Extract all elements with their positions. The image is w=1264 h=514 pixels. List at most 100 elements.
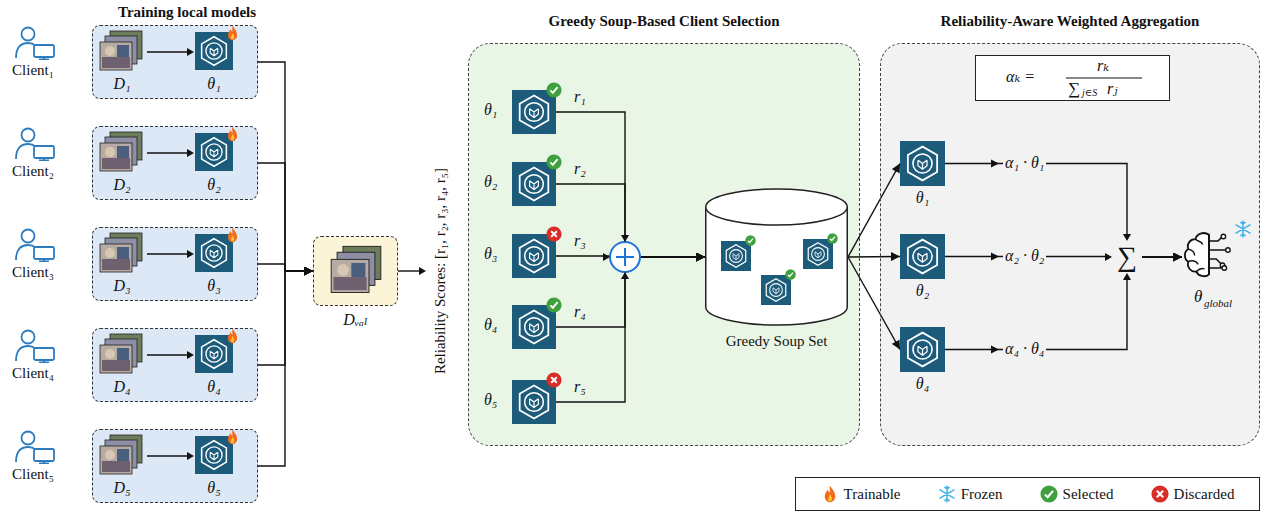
dataset-label: D₁ [113, 75, 130, 93]
trainable-icon [228, 329, 237, 343]
model-icon [803, 239, 833, 269]
dataset-label: D₅ [113, 479, 130, 497]
image-stack [100, 435, 142, 474]
plus-sign [616, 248, 634, 266]
arrow-head [991, 253, 999, 261]
status-icon [546, 154, 561, 169]
client-icon [16, 129, 54, 161]
connector [848, 256, 900, 258]
legend-symbol [1040, 485, 1057, 502]
model-label: θ₃ [207, 277, 220, 295]
flow-arrow [147, 51, 187, 52]
model-icon [512, 305, 556, 349]
client-icon [16, 331, 54, 363]
arrow-head [187, 48, 194, 56]
model-icon [512, 380, 556, 424]
node-illustration [314, 237, 399, 307]
flow-arrow [147, 253, 187, 254]
client-label: Client₂ [12, 163, 54, 180]
legend-icon [938, 485, 956, 503]
panel-title: Greedy Soup-Based Client Selection [549, 13, 780, 30]
arrow-head [621, 235, 629, 242]
node-illustration [900, 234, 945, 279]
model-label: global [1204, 297, 1232, 310]
client-icon [16, 432, 54, 464]
section-title: Training local models [118, 4, 256, 21]
connector [258, 163, 313, 271]
leader-arrow [398, 270, 419, 271]
legend-text: Discarded [1174, 486, 1235, 503]
trainable-icon [228, 26, 237, 40]
arrow-head [187, 250, 194, 258]
node-illustration [512, 305, 556, 349]
aggregation-panel: Reliability-Aware Weighted Aggregationαₖ… [880, 43, 1260, 446]
model-icon [512, 162, 556, 206]
trainable-icon [228, 127, 237, 141]
trainable-icon [228, 430, 237, 444]
legend-text: Trainable [844, 486, 901, 503]
client-box: D₄θ₄ [92, 328, 258, 402]
model-icon [195, 32, 233, 70]
weighted-label: α₄ · θ₄ [1003, 340, 1046, 358]
model-box: θ₅ [512, 380, 556, 424]
node-illustration [705, 187, 848, 327]
node-illustration [512, 234, 556, 278]
client-box: D₁θ₁ [92, 25, 258, 99]
flow-arrow [147, 455, 187, 456]
model-icon [195, 335, 233, 373]
fraction-bar [1066, 78, 1142, 79]
client-label: Client₅ [12, 466, 54, 483]
node-illustration [512, 90, 556, 134]
score-label: r₂ [572, 160, 588, 178]
formula-text: αₖ = [1006, 68, 1035, 86]
legend-icon [1040, 485, 1058, 503]
connector [556, 257, 705, 402]
model-box: θ₂ [512, 162, 556, 206]
model-label: θ₂ [484, 173, 497, 191]
dataset-label: Dᵥₐₗ [343, 311, 368, 329]
trainable-icon [228, 228, 237, 242]
score-label: r₃ [572, 232, 588, 250]
connector [848, 164, 900, 258]
legend-item: Selected [1040, 485, 1114, 503]
frozen-icon [1236, 221, 1250, 237]
model-box: θ₂ [900, 234, 945, 279]
arrow-head [991, 160, 999, 168]
arrow-head [621, 272, 629, 279]
arrow-head [991, 346, 999, 354]
client-icon [16, 28, 54, 60]
client-label: Client₁ [12, 62, 54, 79]
legend-icon [821, 485, 839, 503]
flow-arrow [147, 354, 187, 355]
legend-text: Frozen [961, 486, 1003, 503]
model-icon [761, 275, 791, 305]
dataset-label: D₂ [113, 176, 130, 194]
model-icon [900, 141, 945, 186]
connector [258, 271, 313, 466]
connector [258, 62, 313, 271]
legend-text: Selected [1063, 486, 1114, 503]
node-illustration [900, 327, 945, 372]
legend-symbol [1151, 485, 1168, 502]
arrow-head [603, 253, 610, 261]
model-label: θ₄ [484, 316, 497, 334]
arrow-head [187, 351, 194, 359]
status-icon [785, 269, 795, 279]
dataset-label: D₄ [113, 378, 130, 396]
legend-icon [1151, 485, 1169, 503]
connector [945, 164, 1182, 258]
model-icon [900, 327, 945, 372]
node-illustration [512, 380, 556, 424]
status-icon [827, 233, 837, 243]
model-label: θ₂ [916, 282, 929, 300]
model-icon [195, 436, 233, 474]
score-label: r₅ [572, 378, 588, 396]
selection-panel: Greedy Soup-Based Client Selectionθ₁θ₂θ₃… [468, 43, 860, 446]
legend-box: Trainable Frozen Selected Discarded [795, 477, 1260, 511]
model-label: θ₅ [484, 391, 497, 409]
legend-symbol [824, 486, 835, 503]
legend-item: Trainable [821, 485, 901, 503]
status-icon [546, 226, 561, 241]
model-icon [512, 234, 556, 278]
model-label: θ₁ [484, 101, 497, 119]
